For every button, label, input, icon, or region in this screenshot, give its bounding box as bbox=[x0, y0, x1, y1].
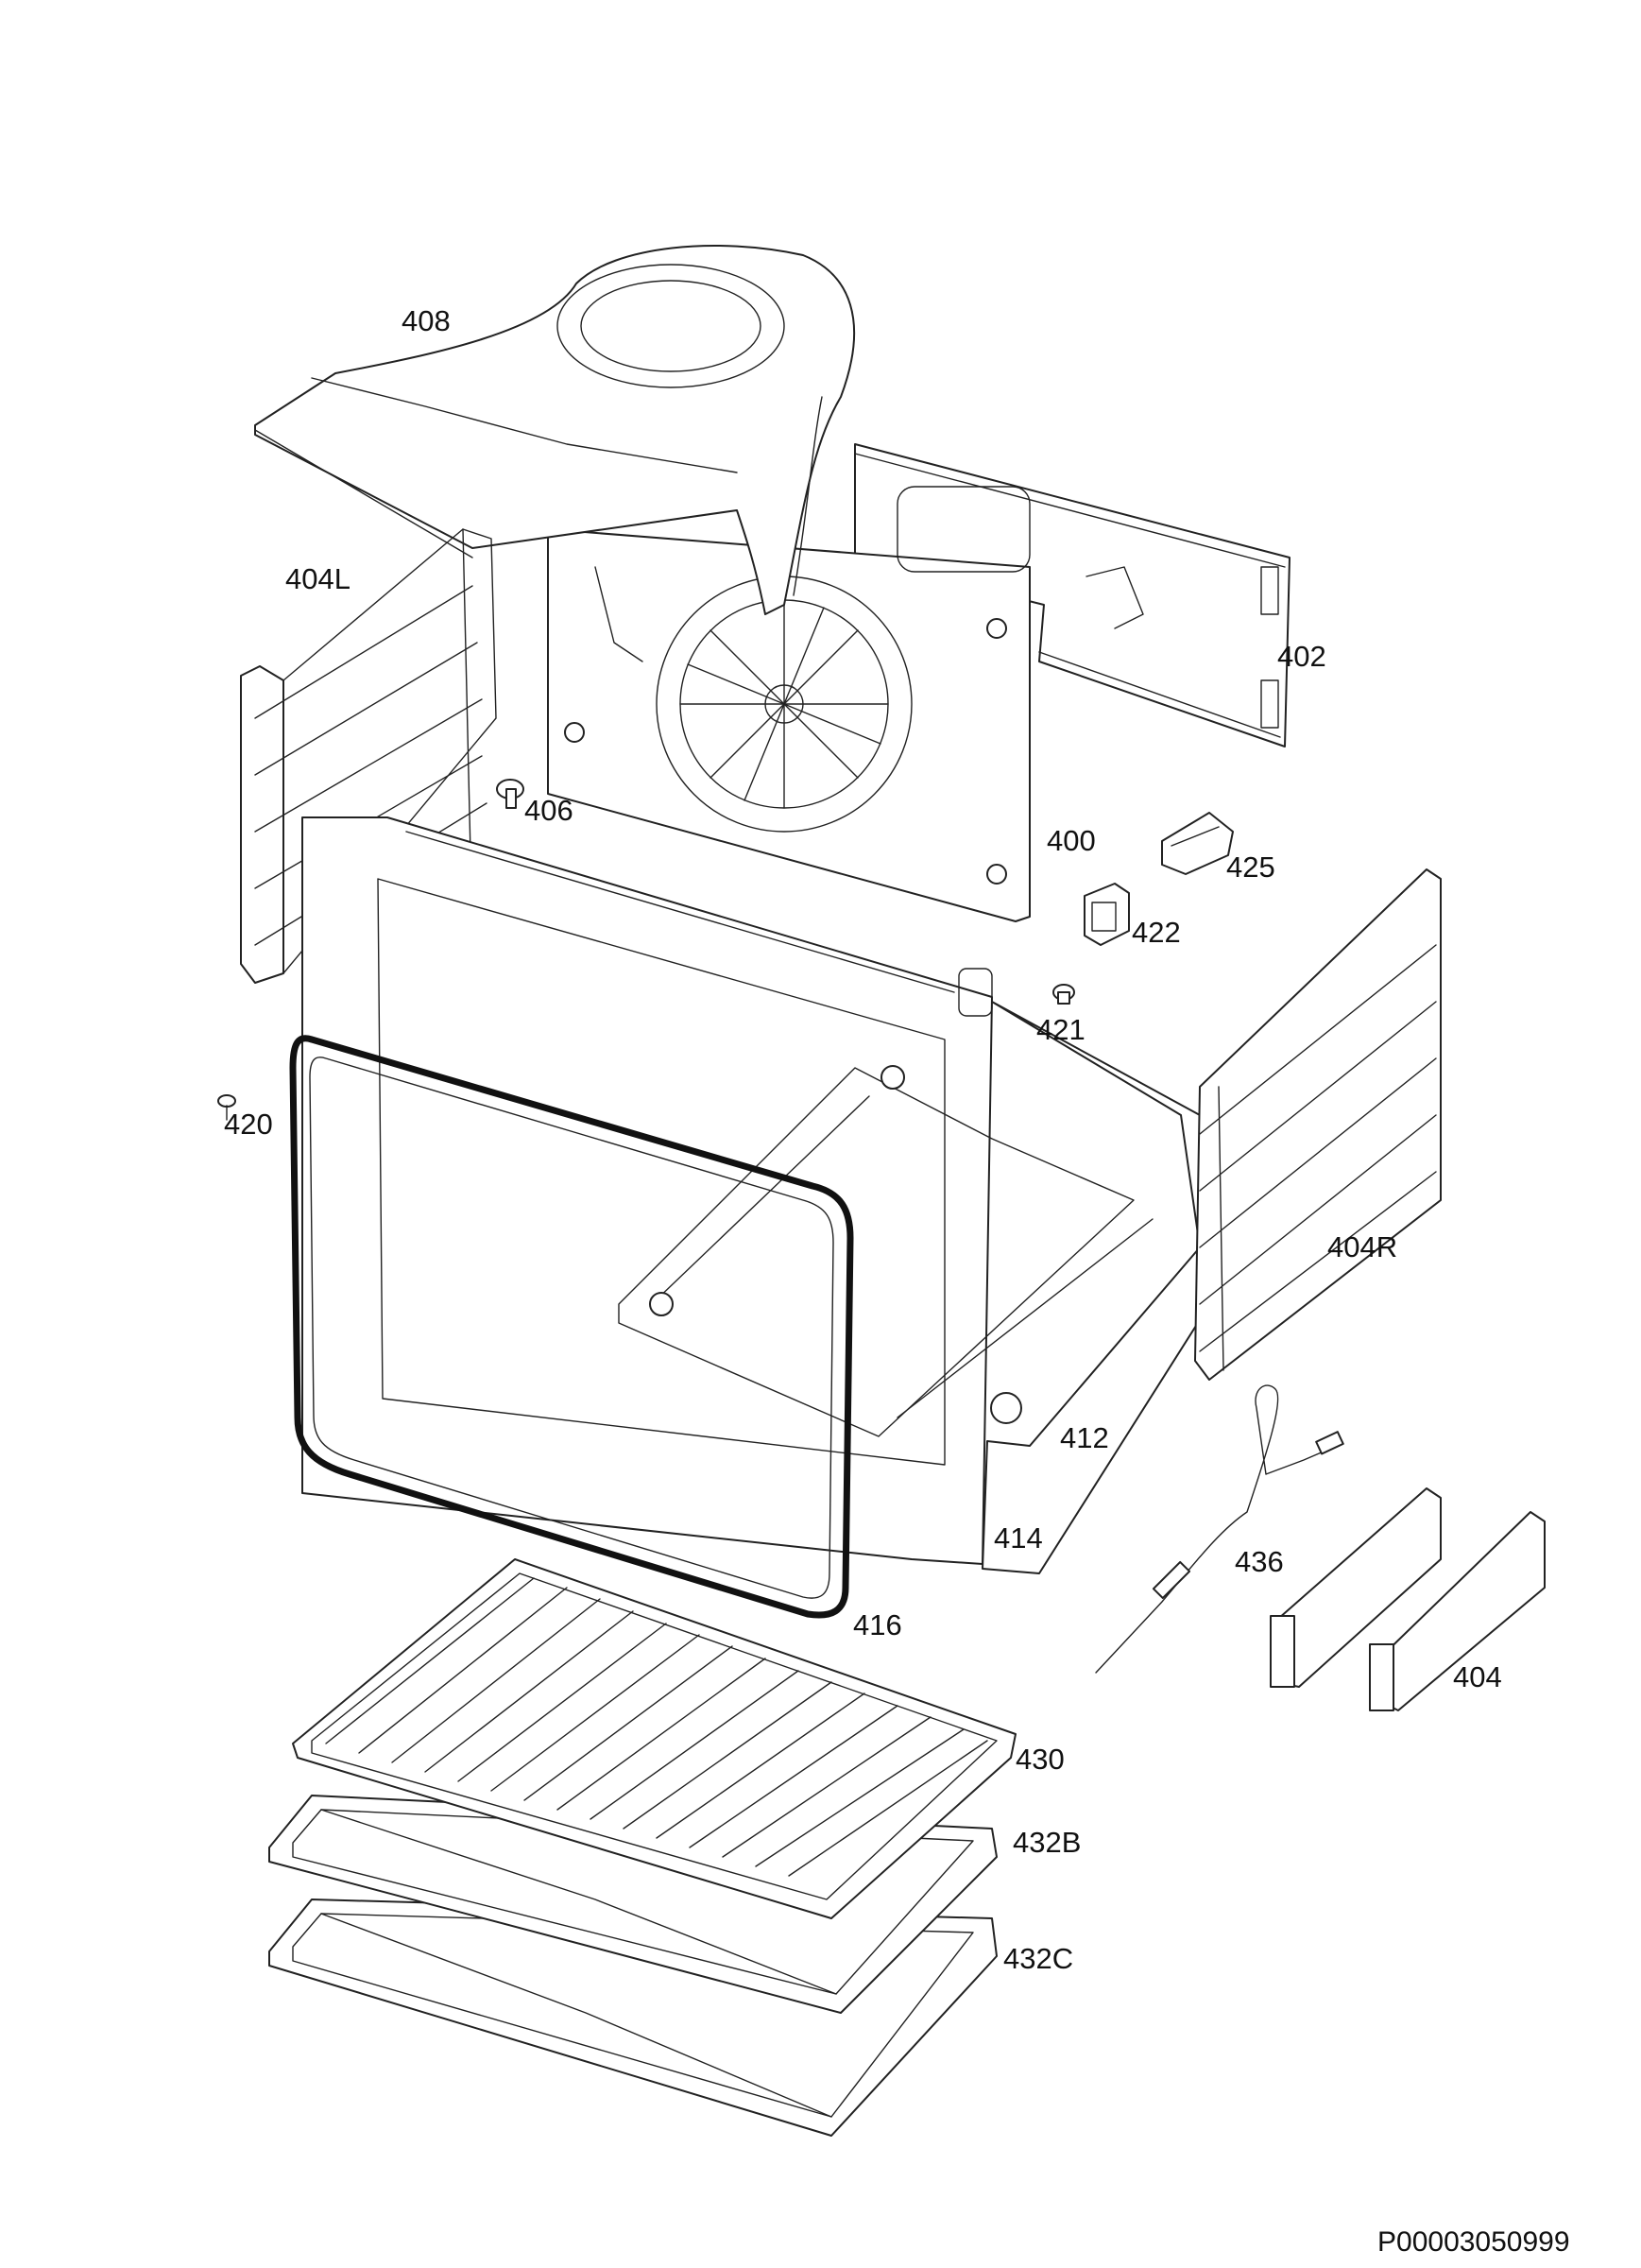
label-402: 402 bbox=[1277, 640, 1326, 673]
label-400: 400 bbox=[1047, 824, 1096, 857]
part-406-fitting bbox=[496, 779, 524, 809]
part-404L-left-shelf-support bbox=[240, 528, 497, 984]
part-404-runners bbox=[1270, 1487, 1546, 1711]
label-404R: 404R bbox=[1327, 1230, 1397, 1263]
label-406: 406 bbox=[524, 794, 573, 827]
label-404L: 404L bbox=[285, 562, 350, 595]
part-404R-right-shelf-support bbox=[1194, 868, 1442, 1381]
label-430: 430 bbox=[1016, 1743, 1065, 1776]
part-416-door-seal bbox=[289, 1035, 854, 1619]
part-425-clip bbox=[1161, 812, 1234, 875]
label-432B: 432B bbox=[1013, 1826, 1081, 1859]
part-414-front-frame bbox=[301, 816, 993, 1565]
label-432C: 432C bbox=[1003, 1942, 1073, 1975]
label-404: 404 bbox=[1453, 1660, 1502, 1693]
label-436: 436 bbox=[1235, 1545, 1284, 1578]
label-425: 425 bbox=[1226, 850, 1275, 884]
part-422-switch bbox=[1084, 883, 1130, 946]
part-436-meat-probe bbox=[1095, 1384, 1344, 1674]
label-421: 421 bbox=[1036, 1013, 1085, 1046]
part-420-screw bbox=[217, 1094, 236, 1121]
part-408-top-cover bbox=[254, 245, 855, 615]
label-422: 422 bbox=[1132, 916, 1181, 949]
label-420: 420 bbox=[224, 1108, 273, 1141]
label-416: 416 bbox=[853, 1608, 902, 1641]
part-430-wire-rack bbox=[292, 1558, 1017, 1919]
diagram-code: P00003050999 bbox=[1377, 2226, 1570, 2258]
label-414: 414 bbox=[994, 1521, 1043, 1555]
part-421-screw bbox=[1052, 984, 1075, 1005]
label-408: 408 bbox=[402, 304, 451, 337]
label-412: 412 bbox=[1060, 1421, 1109, 1454]
